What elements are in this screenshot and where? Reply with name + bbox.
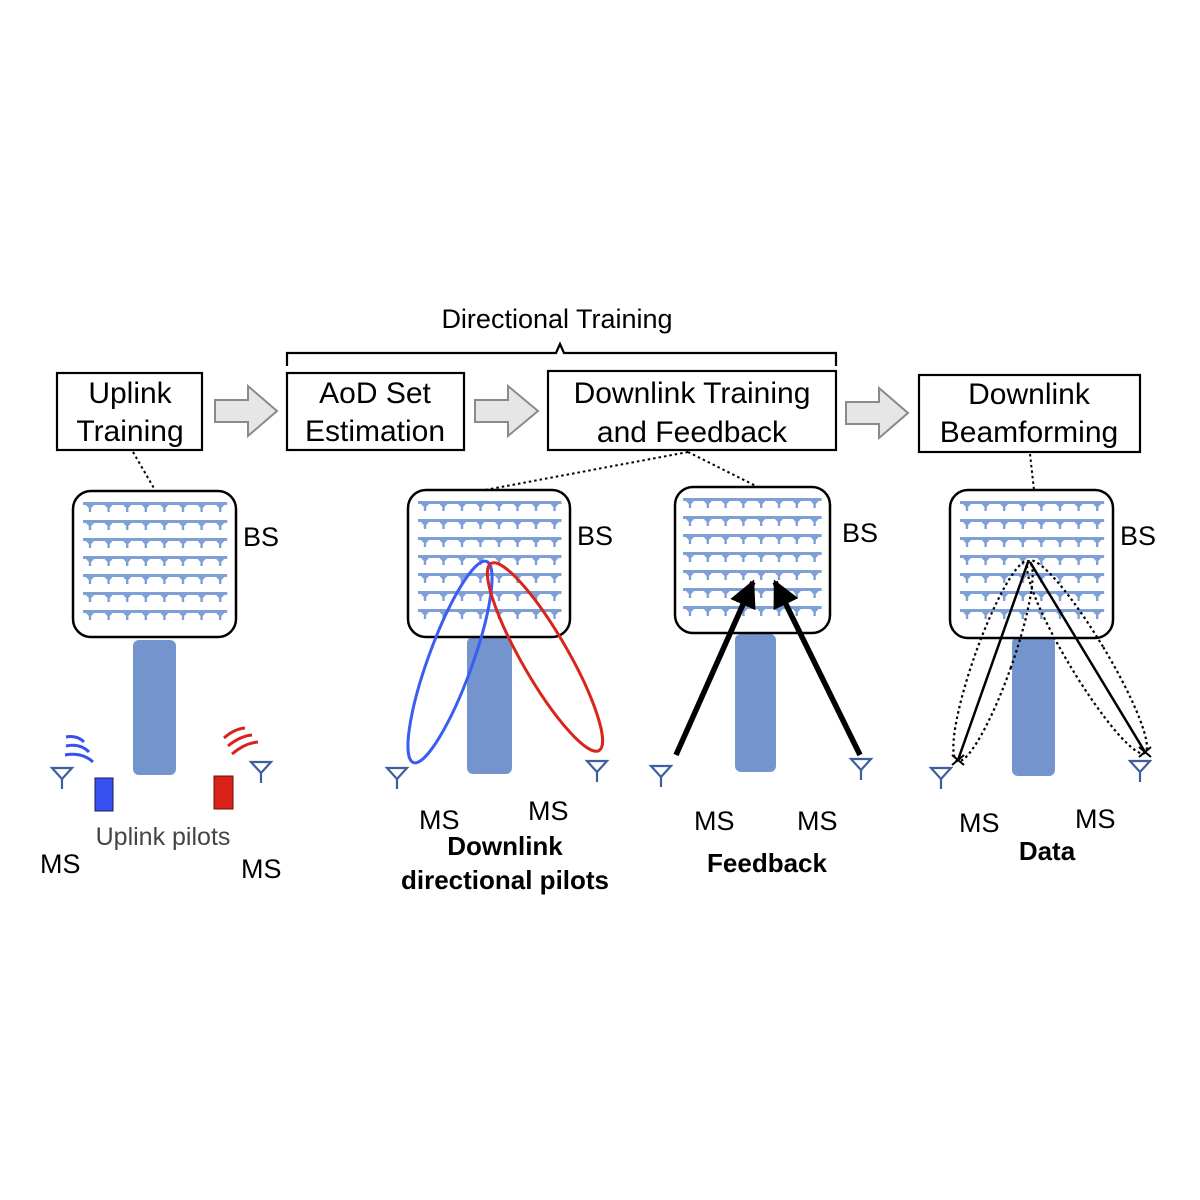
antenna-row-bar xyxy=(83,520,228,523)
antenna-row-bar xyxy=(683,534,822,537)
antenna-row-bar xyxy=(418,573,562,576)
ms-label: MS xyxy=(528,796,569,826)
poles xyxy=(133,634,1055,776)
block-arrow-icon xyxy=(474,383,540,439)
data-endpoint-markers xyxy=(951,746,1152,766)
antenna-row-bar xyxy=(83,502,228,505)
ms-antenna-icon xyxy=(50,766,74,791)
antenna-row-bar xyxy=(683,552,822,555)
ms-antenna-icon xyxy=(585,759,609,784)
step-box-aod-set-estimation: AoD Set Estimation xyxy=(285,371,466,452)
data-beams xyxy=(956,561,1147,761)
antenna-row-bar xyxy=(418,501,562,504)
antenna-row-bar xyxy=(418,519,562,522)
antenna-row-bar xyxy=(960,609,1105,612)
ms-label: MS xyxy=(40,849,81,879)
ms-antenna-icon xyxy=(385,766,409,791)
bs-pole xyxy=(1012,637,1055,776)
step-label-line2: Estimation xyxy=(305,415,445,448)
block-arrow-icon xyxy=(845,385,910,441)
ms-label: MS xyxy=(959,808,1000,838)
step-label-line1: Uplink xyxy=(88,377,172,410)
data-label: Data xyxy=(1019,836,1076,866)
antenna-row-bar xyxy=(960,537,1105,540)
feedback-label: Feedback xyxy=(707,848,827,878)
antenna-array-icon xyxy=(83,502,228,620)
antenna-row-bar xyxy=(83,556,228,559)
ms-antenna-icon xyxy=(249,760,273,785)
ms-antenna-icon xyxy=(1128,759,1152,784)
ms-label: MS xyxy=(797,806,838,836)
bs-label: BS xyxy=(1120,521,1156,551)
antenna-row-bar xyxy=(83,610,228,613)
ms-antenna-icon xyxy=(649,764,673,789)
bs-pole xyxy=(735,634,776,772)
block-arrow-icon xyxy=(214,383,279,439)
feedback-arrows xyxy=(673,579,863,757)
bs-array-3 xyxy=(673,485,832,635)
bs-label: BS xyxy=(842,518,878,548)
ms-antenna-icon xyxy=(849,757,873,782)
bs-pole xyxy=(133,640,176,775)
uplink-pilots-label: Uplink pilots xyxy=(96,823,231,851)
dotted-connectors xyxy=(132,451,1035,491)
bs-pole xyxy=(467,637,512,774)
ms-label: MS xyxy=(694,806,735,836)
step-label-line2: Training xyxy=(76,415,183,448)
antenna-row-bar xyxy=(83,574,228,577)
group-brace xyxy=(285,341,838,366)
signal-wave-icon xyxy=(64,735,95,764)
antenna-row-bar xyxy=(418,537,562,540)
ms-label: MS xyxy=(419,805,460,835)
downlink-pilots-label-line1: Downlink xyxy=(447,831,563,861)
antenna-row-bar xyxy=(83,592,228,595)
group-label-directional-training: Directional Training xyxy=(441,304,672,334)
uplink-pilot-blue xyxy=(94,777,114,812)
beam-blue xyxy=(406,559,494,765)
bs-array-1 xyxy=(71,489,238,639)
bs-label: BS xyxy=(243,522,279,552)
step-box-downlink-training-feedback: Downlink Training and Feedback xyxy=(546,369,838,452)
beam-red xyxy=(485,561,605,753)
ms-label: MS xyxy=(241,854,282,884)
bs-label: BS xyxy=(577,521,613,551)
step-box-uplink-training: Uplink Training xyxy=(55,371,204,452)
ms-label: MS xyxy=(1075,804,1116,834)
step-label-line1: Downlink Training xyxy=(574,377,811,410)
antenna-row-bar xyxy=(683,570,822,573)
antenna-row-bar xyxy=(83,538,228,541)
ms-antenna-icon xyxy=(929,766,953,791)
step-label-line1: Downlink xyxy=(968,378,1091,411)
step-box-downlink-beamforming: Downlink Beamforming xyxy=(917,373,1142,454)
antenna-row-bar xyxy=(683,516,822,519)
antenna-row-bar xyxy=(960,519,1105,522)
signal-wave-icon xyxy=(222,726,259,756)
antenna-row-bar xyxy=(960,501,1105,504)
step-label-line2: and Feedback xyxy=(597,416,788,449)
antenna-row-bar xyxy=(418,555,562,558)
antenna-row-bar xyxy=(960,573,1105,576)
downlink-pilots-label-line2: directional pilots xyxy=(401,865,609,895)
antenna-row-bar xyxy=(683,498,822,501)
antenna-row-bar xyxy=(960,555,1105,558)
step-label-line1: AoD Set xyxy=(319,377,431,410)
step-label-line2: Beamforming xyxy=(940,416,1118,449)
uplink-pilot-red xyxy=(213,775,234,810)
antenna-row-bar xyxy=(418,609,562,612)
